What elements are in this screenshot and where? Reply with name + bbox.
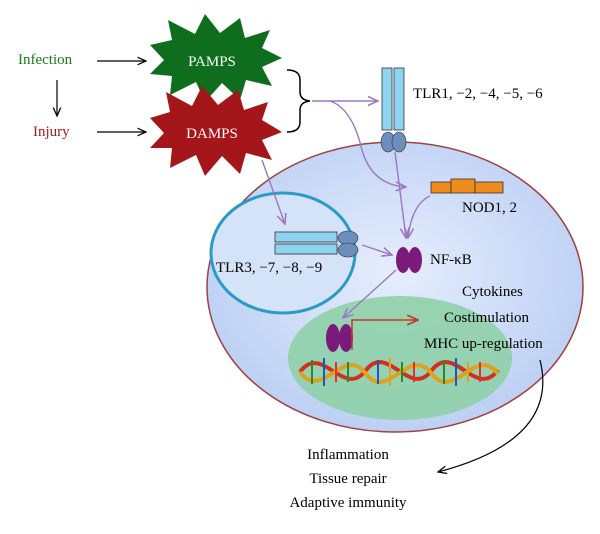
gene-output-cytokines: Cytokines — [462, 284, 523, 300]
infection-label: Infection — [18, 52, 73, 68]
gene-output-costimulation: Costimulation — [444, 310, 530, 326]
nfkb-to-nucleus-arrow — [343, 269, 397, 318]
tlr-endosome-to-nfkb-arrow — [361, 244, 392, 255]
pamps-starburst — [150, 14, 282, 102]
nod-label: NOD1, 2 — [462, 200, 517, 216]
damps-to-endosome-arrow — [261, 159, 285, 224]
pamps-label: PAMPS — [188, 54, 236, 70]
tlr-surface-to-nfkb-arrow — [394, 151, 406, 238]
injury-label: Injury — [33, 124, 70, 140]
gene-output-mhc: MHC up-regulation — [424, 336, 543, 352]
tlr-surface-label: TLR1, −2, −4, −5, −6 — [413, 86, 543, 102]
nod-receptor — [430, 178, 504, 194]
nfkb-bound-dimer — [326, 324, 353, 352]
brace-to-nod-arrow — [329, 100, 406, 187]
outcome-tissue-repair: Tissue repair — [309, 471, 386, 487]
damps-starburst — [150, 86, 282, 176]
tlr-endosome-receptor — [274, 230, 359, 258]
signal-brace — [286, 69, 311, 133]
tlr-endosome-label: TLR3, −7, −8, −9 — [216, 260, 322, 276]
damps-label: DAMPS — [186, 126, 238, 142]
nfkb-dimer — [396, 247, 422, 273]
dna-helix — [298, 358, 500, 386]
outcome-adaptive-immunity: Adaptive immunity — [289, 495, 407, 511]
nfkb-label: NF-κB — [430, 252, 472, 268]
transcription-arrow — [351, 320, 418, 350]
outcome-inflammation: Inflammation — [307, 447, 389, 463]
outcome-arrow — [438, 359, 544, 472]
tlr-surface-receptor — [380, 67, 407, 153]
nod-to-nfkb-arrow — [408, 195, 431, 238]
